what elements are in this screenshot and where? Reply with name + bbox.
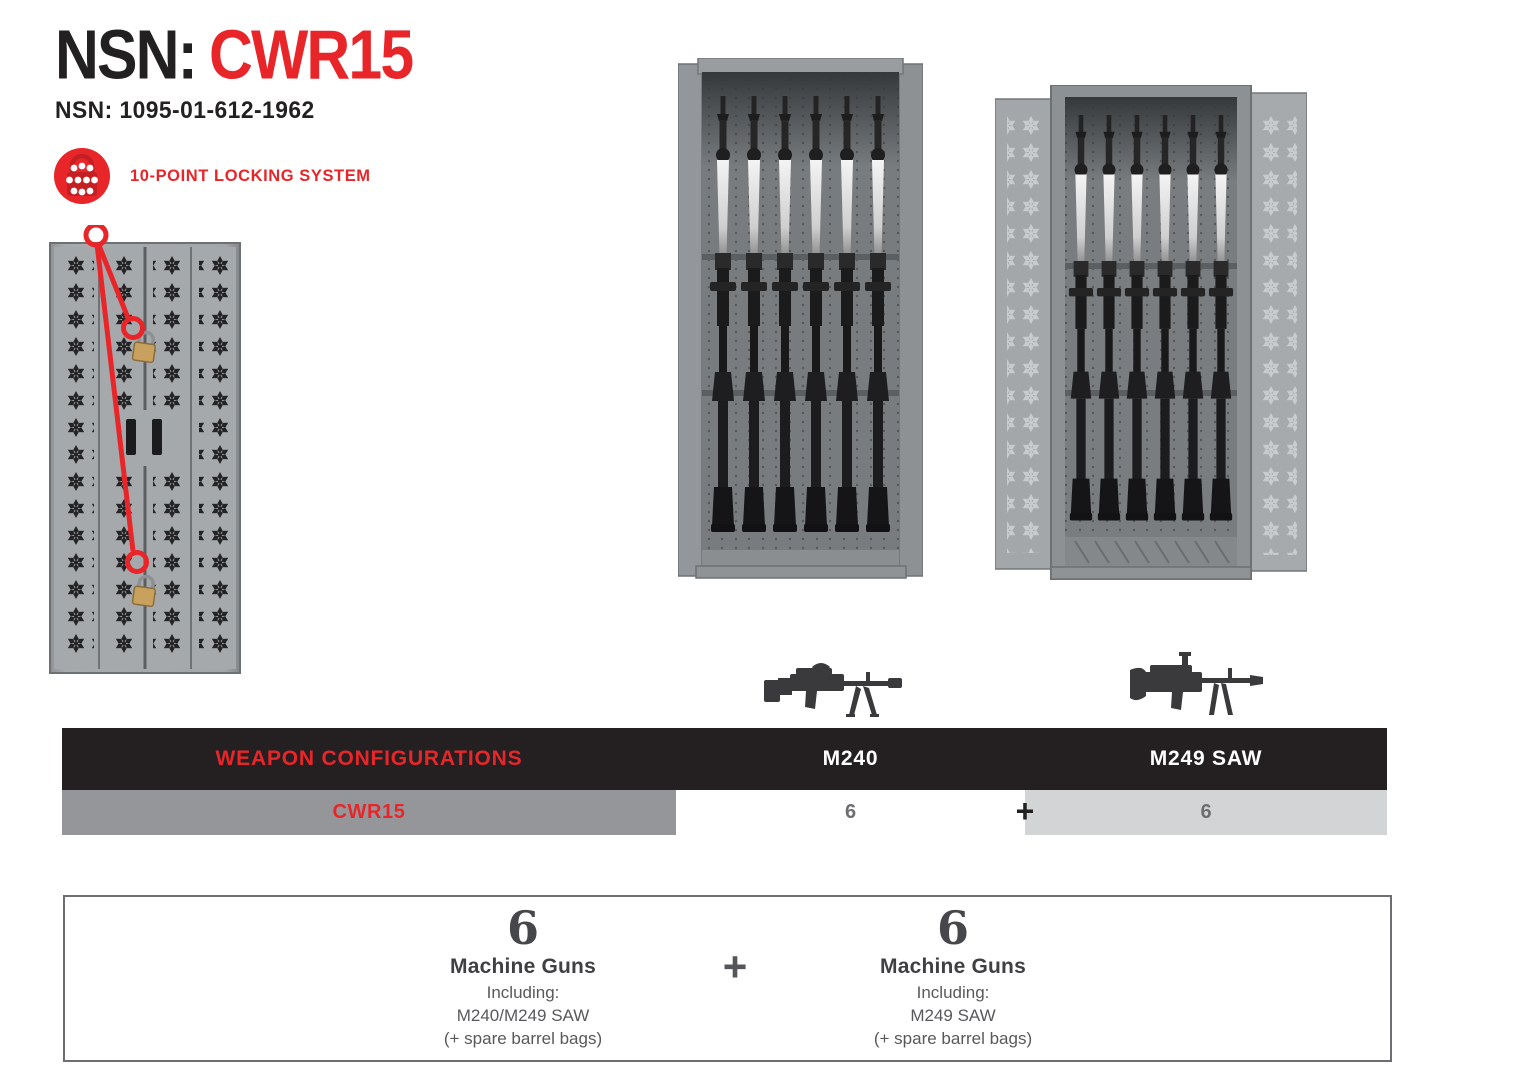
row-label-cwr15: CWR15 <box>62 790 676 835</box>
page-title-prefix: NSN: <box>55 14 198 94</box>
summary-left-models: M240/M249 SAW <box>456 1006 590 1025</box>
summary-left-note: (+ spare barrel bags) <box>443 1029 603 1048</box>
cabinet-handle <box>126 419 136 455</box>
m240-silhouette-icon <box>764 663 902 717</box>
summary-right-models: M249 SAW <box>910 1006 996 1025</box>
table-header-m249: M249 SAW <box>1149 747 1263 770</box>
table-row-cwr15: CWR15 6 6 + <box>62 790 1387 835</box>
nsn-number: NSN: 1095-01-612-1962 <box>55 97 315 124</box>
m240-count-cell: 6 <box>676 790 1025 835</box>
padlock-lower <box>131 574 156 608</box>
summary-plus-sign: + <box>722 943 748 990</box>
summary-right-title: Machine Guns <box>880 955 1026 978</box>
summary-right-note: (+ spare barrel bags) <box>873 1029 1033 1048</box>
table-header-m240: M240 <box>822 747 879 770</box>
summary-right-count: 6 <box>936 901 969 955</box>
open-cabinet-m240-image <box>678 58 923 579</box>
summary-right-column: 6 Machine Guns Including: M249 SAW (+ sp… <box>743 905 1163 1049</box>
locking-system-feature: 10-POINT LOCKING SYSTEM <box>52 146 378 206</box>
lock-callout-lines <box>83 225 149 574</box>
capacity-summary-box: 6 Machine Guns Including: M240/M249 SAW … <box>63 895 1392 1062</box>
weapon-configuration-table: WEAPON CONFIGURATIONS M240 M249 SAW CWR1… <box>62 728 1387 835</box>
summary-left-including: Including: <box>486 983 560 1002</box>
page-title: NSN:CWR15 <box>55 14 414 94</box>
m249-saw-silhouette-icon <box>1130 652 1263 715</box>
m249-count-cell: 6 <box>1025 790 1387 835</box>
table-header-row: WEAPON CONFIGURATIONS M240 M249 SAW <box>62 728 1387 790</box>
closed-cabinet-image <box>49 225 241 674</box>
locking-system-label: 10-POINT LOCKING SYSTEM <box>130 166 371 185</box>
summary-left-column: 6 Machine Guns Including: M240/M249 SAW … <box>313 905 733 1049</box>
open-door-left <box>995 98 1054 570</box>
open-door-right <box>1248 92 1307 572</box>
summary-right-including: Including: <box>916 983 990 1002</box>
summary-left-count: 6 <box>506 901 539 955</box>
locking-system-icon <box>54 148 110 204</box>
cabinet-floor-grate <box>1065 537 1237 567</box>
page-title-model: CWR15 <box>208 14 414 94</box>
table-header-configurations: WEAPON CONFIGURATIONS <box>215 747 523 770</box>
open-cabinet-m249-image <box>995 85 1307 580</box>
summary-left-title: Machine Guns <box>450 955 596 978</box>
table-plus-sign: + <box>1015 792 1035 829</box>
cabinet-handle <box>152 419 162 455</box>
